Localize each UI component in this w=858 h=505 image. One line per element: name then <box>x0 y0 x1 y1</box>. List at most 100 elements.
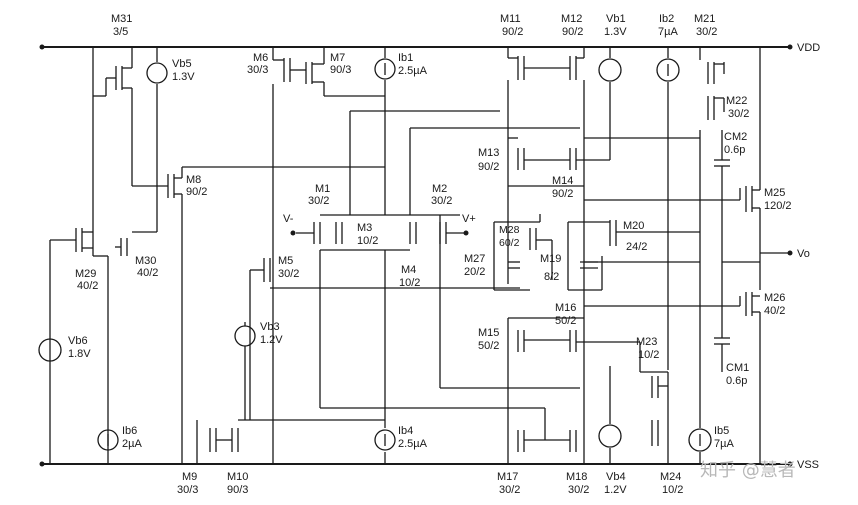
m27-size: 20/2 <box>464 266 485 278</box>
cm2-value: 0.6p <box>724 144 745 156</box>
m20-size: 24/2 <box>626 241 647 253</box>
m12-size: 90/2 <box>562 26 583 38</box>
m5-name: M5 <box>278 255 293 267</box>
m1-name: M1 <box>315 183 330 195</box>
vb4-source <box>598 424 622 448</box>
m22-name: M22 <box>726 95 747 107</box>
ib1-name: Ib1 <box>398 52 413 64</box>
m28-name: M28 <box>499 224 520 236</box>
vb4-value: 1.2V <box>604 484 627 496</box>
vb3-name: Vb3 <box>260 321 280 333</box>
m26-size: 40/2 <box>764 305 785 317</box>
pin-labels: V- V+ Vo <box>283 213 810 260</box>
vb6-value: 1.8V <box>68 348 91 360</box>
cm1-name: CM1 <box>726 362 749 374</box>
m13-name: M13 <box>478 147 499 159</box>
sources <box>38 58 712 452</box>
m18-size: 30/2 <box>568 484 589 496</box>
m23-size: 10/2 <box>638 349 659 361</box>
ib2-value: 7µA <box>658 26 678 38</box>
m6-size: 30/3 <box>247 64 268 76</box>
transistor-labels: M31 3/5 M6 30/3 M7 90/3 M8 90/2 M29 40/2… <box>75 13 792 496</box>
m7-name: M7 <box>330 52 345 64</box>
m10-size: 90/3 <box>227 484 248 496</box>
ib1-value: 2.5µA <box>398 65 428 77</box>
vss-label: VSS <box>797 459 819 471</box>
m6-name: M6 <box>253 52 268 64</box>
ib4-name: Ib4 <box>398 425 413 437</box>
m29-size: 40/2 <box>77 280 98 292</box>
m8-name: M8 <box>186 174 201 186</box>
vb3-value: 1.2V <box>260 334 283 346</box>
vb1-value: 1.3V <box>604 26 627 38</box>
m25-size: 120/2 <box>764 200 792 212</box>
m12-name: M12 <box>561 13 582 25</box>
m24-size: 10/2 <box>662 484 683 496</box>
cm1-value: 0.6p <box>726 375 747 387</box>
m24-name: M24 <box>660 471 681 483</box>
m18-name: M18 <box>566 471 587 483</box>
m17-size: 30/2 <box>499 484 520 496</box>
m16-name: M16 <box>555 302 576 314</box>
m16-size: 50/2 <box>555 315 576 327</box>
vb5-source <box>146 62 168 84</box>
vb6-source <box>38 338 62 362</box>
ib2-name: Ib2 <box>659 13 674 25</box>
m19-name: M19 <box>540 253 561 265</box>
m1-size: 30/2 <box>308 195 329 207</box>
m28-size: 60/2 <box>499 237 520 249</box>
vb4-name: Vb4 <box>606 471 626 483</box>
m7-size: 90/3 <box>330 64 351 76</box>
power-rails: VDD VSS <box>39 42 820 471</box>
m9-name: M9 <box>182 471 197 483</box>
m4-name: M4 <box>401 264 416 276</box>
m10-name: M10 <box>227 471 248 483</box>
vb5-name: Vb5 <box>172 58 192 70</box>
ib1-source <box>374 58 396 80</box>
vplus-label: V+ <box>462 213 476 225</box>
ib5-source <box>688 428 712 452</box>
m13-size: 90/2 <box>478 161 499 173</box>
vb6-name: Vb6 <box>68 335 88 347</box>
ib2-source <box>656 58 680 82</box>
m27-name: M27 <box>464 253 485 265</box>
m4-size: 10/2 <box>399 277 420 289</box>
m26-name: M26 <box>764 292 785 304</box>
m3-name: M3 <box>357 222 372 234</box>
cm2-name: CM2 <box>724 131 747 143</box>
m14-name: M14 <box>552 175 573 187</box>
m19-size: 8/2 <box>544 271 559 283</box>
m2-size: 30/2 <box>431 195 452 207</box>
ib5-name: Ib5 <box>714 425 729 437</box>
m15-size: 50/2 <box>478 340 499 352</box>
vminus-label: V- <box>283 213 294 225</box>
ib6-source <box>97 429 119 451</box>
m30-name: M30 <box>135 255 156 267</box>
m3-size: 10/2 <box>357 235 378 247</box>
m2-name: M2 <box>432 183 447 195</box>
m30-size: 40/2 <box>137 267 158 279</box>
vb3-source <box>234 325 256 347</box>
vb5-value: 1.3V <box>172 71 195 83</box>
vdd-label: VDD <box>797 42 820 54</box>
m9-size: 30/3 <box>177 484 198 496</box>
m11-size: 90/2 <box>502 26 523 38</box>
ib6-name: Ib6 <box>122 425 137 437</box>
m20-name: M20 <box>623 220 644 232</box>
m31-name: M31 <box>111 13 132 25</box>
ib6-value: 2µA <box>122 438 142 450</box>
m23-name: M23 <box>636 336 657 348</box>
m14-size: 90/2 <box>552 188 573 200</box>
vo-label: Vo <box>797 248 810 260</box>
m11-name: M11 <box>500 13 521 25</box>
source-labels: Vb5 1.3V Ib1 2.5µA Vb1 1.3V Ib2 7µA Vb6 … <box>68 13 734 496</box>
m31-size: 3/5 <box>113 26 128 38</box>
ib4-source <box>374 429 396 451</box>
schematic-wiring <box>49 47 793 464</box>
ib4-value: 2.5µA <box>398 438 428 450</box>
m22-size: 30/2 <box>728 108 749 120</box>
m8-size: 90/2 <box>186 186 207 198</box>
vb1-source <box>598 58 622 82</box>
vb1-name: Vb1 <box>606 13 626 25</box>
capacitor-labels: CM2 0.6p CM1 0.6p <box>724 131 749 387</box>
